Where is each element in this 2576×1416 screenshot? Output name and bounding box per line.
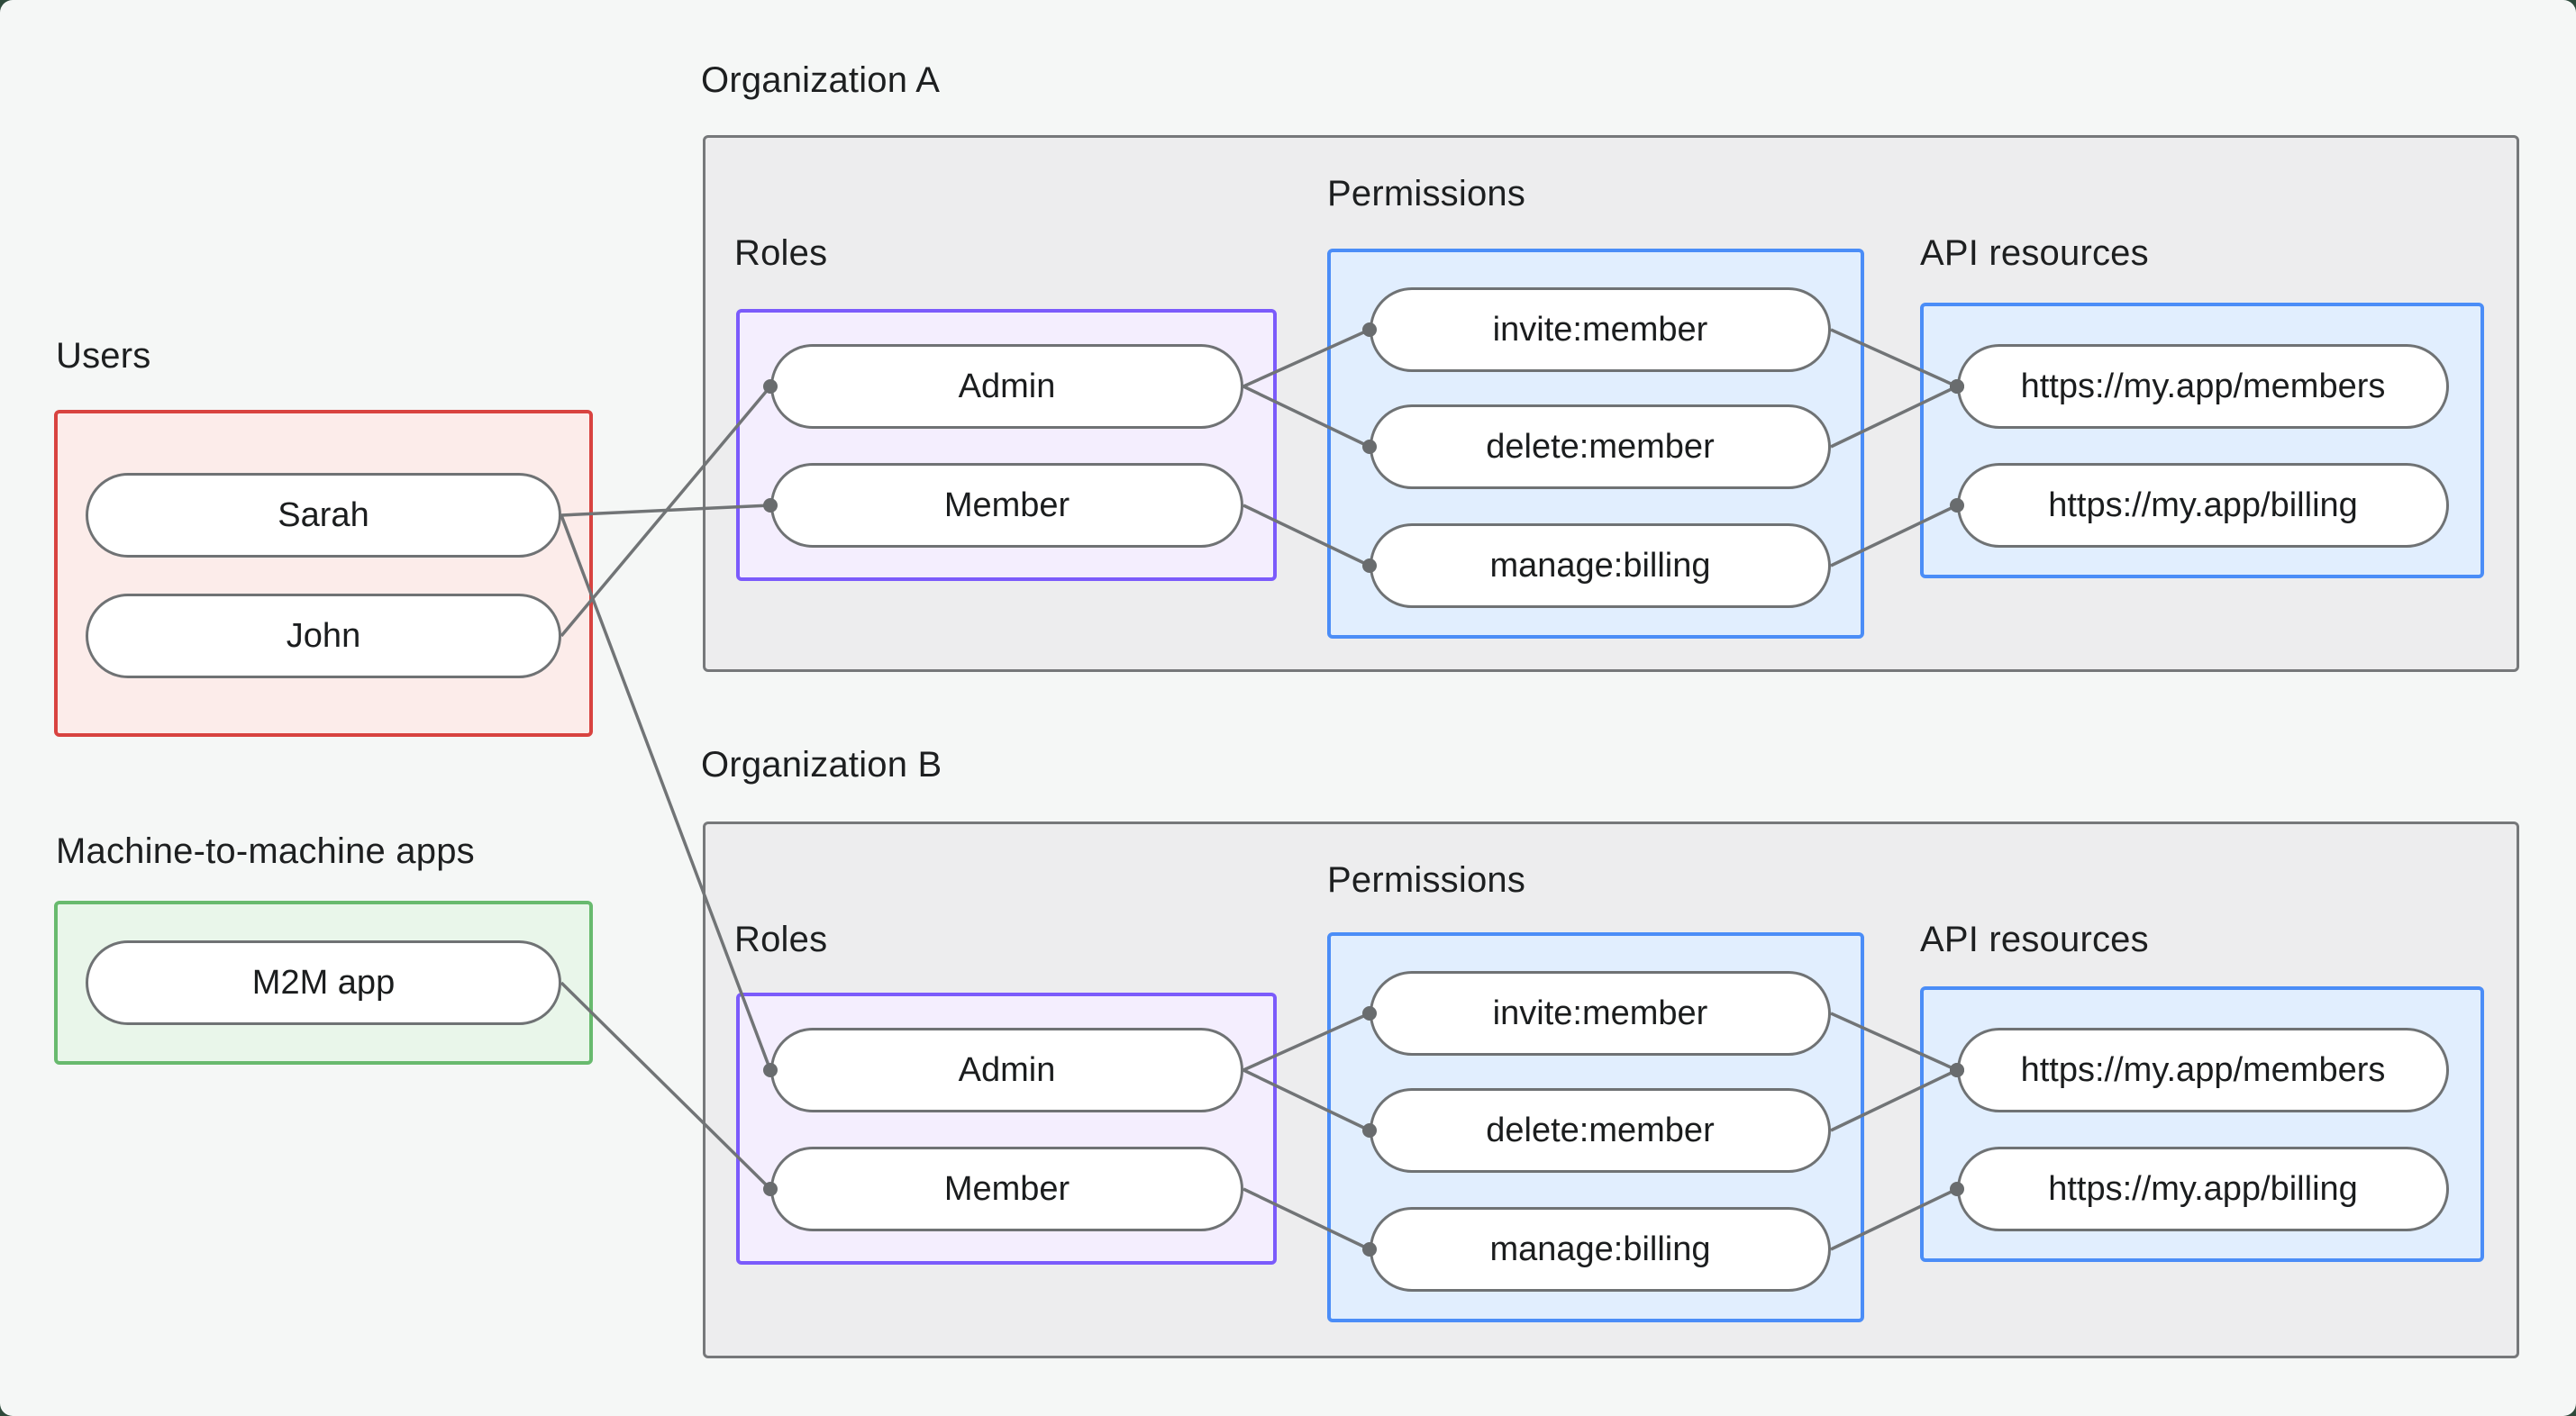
node-orgA-permission-manage-billing: manage:billing bbox=[1370, 523, 1831, 608]
node-label: https://my.app/billing bbox=[2048, 1169, 2358, 1208]
orgA-permissions-label: Permissions bbox=[1327, 174, 1526, 213]
node-user-john: John bbox=[86, 594, 561, 678]
node-label: Admin bbox=[958, 367, 1056, 405]
orgA-roles-label: Roles bbox=[734, 233, 828, 273]
node-label: manage:billing bbox=[1489, 1230, 1711, 1268]
node-orgB-permission-invite-member: invite:member bbox=[1370, 971, 1831, 1056]
node-orgB-api-members: https://my.app/members bbox=[1957, 1028, 2449, 1112]
node-user-sarah: Sarah bbox=[86, 473, 561, 558]
node-orgA-api-billing: https://my.app/billing bbox=[1957, 463, 2449, 548]
node-orgB-api-billing: https://my.app/billing bbox=[1957, 1147, 2449, 1231]
node-label: invite:member bbox=[1492, 310, 1708, 349]
orgB-permissions-label: Permissions bbox=[1327, 860, 1526, 900]
orgB-roles-label: Roles bbox=[734, 920, 828, 959]
node-label: manage:billing bbox=[1489, 546, 1711, 585]
node-label: Member bbox=[943, 1169, 1070, 1208]
node-label: Admin bbox=[958, 1050, 1056, 1089]
orgB-label: Organization B bbox=[701, 745, 942, 785]
node-label: Sarah bbox=[278, 495, 369, 534]
orgA-api-resources-label: API resources bbox=[1920, 233, 2149, 273]
node-label: Member bbox=[943, 486, 1070, 524]
node-label: invite:member bbox=[1492, 994, 1708, 1032]
node-orgA-role-member: Member bbox=[770, 463, 1243, 548]
node-label: https://my.app/members bbox=[2020, 1050, 2386, 1089]
node-orgB-role-member: Member bbox=[770, 1147, 1243, 1231]
node-orgB-role-admin: Admin bbox=[770, 1028, 1243, 1112]
users-group-box bbox=[54, 410, 593, 737]
node-orgA-permission-delete-member: delete:member bbox=[1370, 404, 1831, 489]
node-label: delete:member bbox=[1486, 1111, 1715, 1149]
node-orgA-permission-invite-member: invite:member bbox=[1370, 287, 1831, 372]
node-label: delete:member bbox=[1486, 427, 1715, 466]
node-label: https://my.app/members bbox=[2020, 367, 2386, 405]
node-label: John bbox=[286, 616, 361, 655]
node-orgB-permission-manage-billing: manage:billing bbox=[1370, 1207, 1831, 1292]
node-label: https://my.app/billing bbox=[2048, 486, 2358, 524]
orgA-label: Organization A bbox=[701, 60, 941, 100]
orgB-api-resources-label: API resources bbox=[1920, 920, 2149, 959]
m2m-label: Machine-to-machine apps bbox=[56, 831, 475, 871]
node-orgB-permission-delete-member: delete:member bbox=[1370, 1088, 1831, 1173]
node-m2m-app: M2M app bbox=[86, 940, 561, 1025]
node-label: M2M app bbox=[251, 963, 396, 1002]
node-orgA-api-members: https://my.app/members bbox=[1957, 344, 2449, 429]
users-label: Users bbox=[56, 336, 151, 376]
node-orgA-role-admin: Admin bbox=[770, 344, 1243, 429]
